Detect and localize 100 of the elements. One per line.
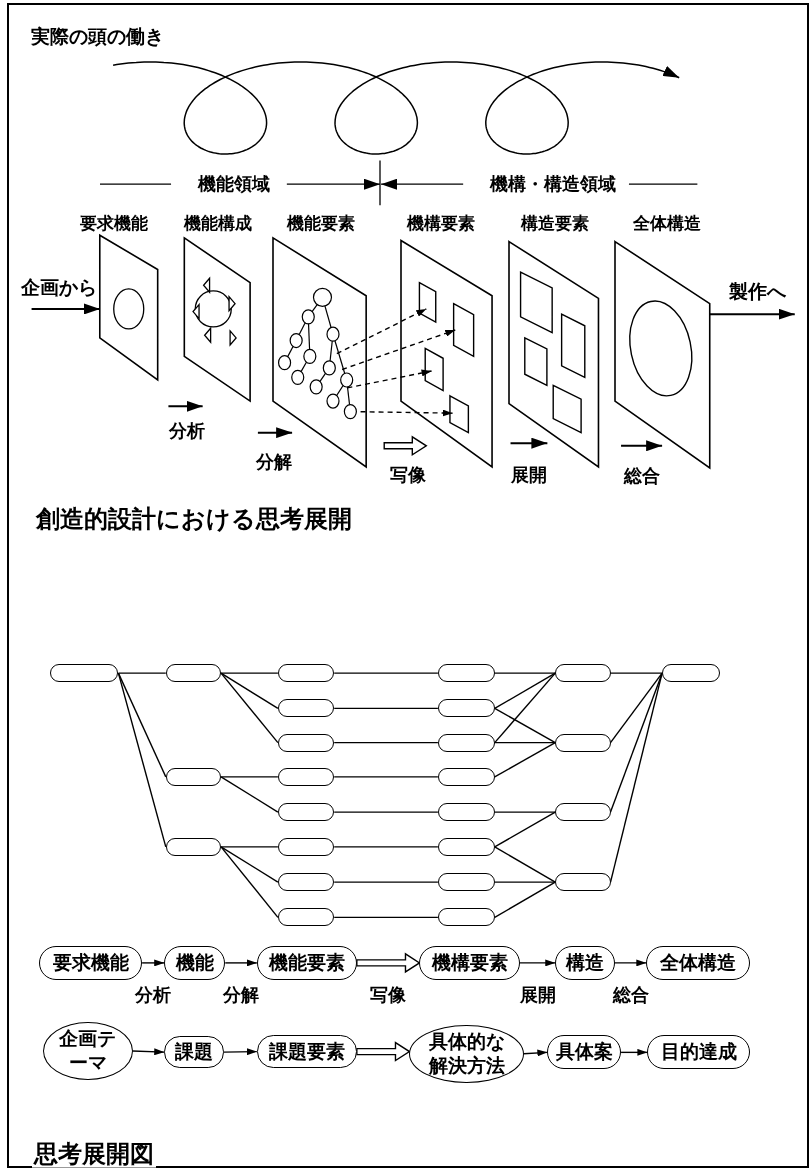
rounded-box xyxy=(165,837,222,856)
arrow xyxy=(620,440,664,452)
rounded-box xyxy=(437,837,495,856)
rounded-box: 要求機能 xyxy=(39,945,143,980)
connector-line xyxy=(609,672,663,674)
text-label: 製作へ xyxy=(728,277,794,304)
edge-label: 写像 xyxy=(387,463,428,486)
connector-line xyxy=(220,846,279,883)
rounded-box xyxy=(277,733,335,752)
edge-label: 分解 xyxy=(221,984,262,1006)
rounded-box: 全体構造 xyxy=(646,945,750,980)
rounded-box xyxy=(437,767,495,786)
rounded-box xyxy=(662,664,720,683)
rounded-box xyxy=(437,873,495,892)
rounded-box: 課題要素 xyxy=(256,1035,357,1068)
rounded-box xyxy=(277,664,335,683)
connector-line xyxy=(494,881,556,919)
connector-line xyxy=(220,846,279,848)
connector-line xyxy=(494,741,556,744)
plane-heading: 全体構造 xyxy=(632,212,703,235)
arrow xyxy=(223,1048,258,1056)
arrow xyxy=(708,308,796,320)
connector-line xyxy=(494,707,556,744)
plane-heading: 機構要素 xyxy=(406,212,477,235)
arrow xyxy=(131,1048,165,1056)
rounded-box xyxy=(555,664,611,683)
connector-line xyxy=(494,846,556,883)
edge-label: 写像 xyxy=(368,984,409,1006)
arrow xyxy=(522,1049,549,1057)
dashed-arrow xyxy=(346,369,433,389)
region-label: 機能領域 xyxy=(196,173,273,195)
rounded-box xyxy=(437,908,495,927)
connector-line xyxy=(494,881,556,883)
dashed-arrow xyxy=(336,308,427,355)
connector-line xyxy=(220,776,279,813)
rounded-box xyxy=(277,908,335,927)
connector-line xyxy=(333,776,439,778)
connector-line xyxy=(333,741,439,744)
rounded-box xyxy=(165,767,222,786)
connector-line xyxy=(220,672,279,744)
connector-line xyxy=(333,881,439,883)
hollow-arrow xyxy=(356,952,421,974)
rounded-box xyxy=(277,837,335,856)
connector-line xyxy=(494,672,556,710)
plane-heading: 機能要素 xyxy=(286,212,357,235)
edge-label: 分解 xyxy=(253,450,294,473)
rounded-box xyxy=(277,873,335,892)
connector-line xyxy=(333,707,439,710)
dashed-arrow xyxy=(341,329,456,371)
rounded-box: 機能要素 xyxy=(256,945,357,980)
rounded-box xyxy=(437,699,495,718)
region-label: 機構・構造領域 xyxy=(487,173,618,195)
connector-line xyxy=(333,672,439,674)
plane-heading: 機能構成 xyxy=(182,212,253,235)
plane-heading: 構造要素 xyxy=(520,212,591,235)
connector-line xyxy=(494,672,556,674)
arrow xyxy=(614,959,648,967)
rounded-box: 機能 xyxy=(164,945,226,980)
arrow xyxy=(224,959,258,967)
arrow xyxy=(167,400,204,412)
hollow-arrow xyxy=(383,435,428,457)
rounded-box xyxy=(437,664,495,683)
connector-line xyxy=(494,741,556,778)
plane-heading: 要求機能 xyxy=(79,212,150,235)
rounded-box xyxy=(165,664,222,683)
rounded-box xyxy=(277,699,335,718)
edge-label: 展開 xyxy=(508,463,549,486)
connector-line xyxy=(333,846,439,848)
rounded-box xyxy=(277,803,335,822)
connector-line xyxy=(494,672,556,744)
connector-line xyxy=(494,811,556,848)
rounded-box xyxy=(50,664,119,683)
edge-label: 分析 xyxy=(133,984,174,1006)
connector-line xyxy=(117,672,167,848)
rounded-box: 具体的な解決方法 xyxy=(409,1024,524,1083)
hollow-arrow xyxy=(356,1041,411,1062)
rounded-box xyxy=(555,733,611,752)
connector-line xyxy=(609,672,663,813)
edge-label: 展開 xyxy=(517,984,558,1006)
edge-label: 総合 xyxy=(610,984,651,1006)
connector-line xyxy=(609,672,663,744)
connector-line xyxy=(220,672,279,710)
connector-line xyxy=(117,672,167,674)
connector-line xyxy=(333,811,439,813)
rounded-box xyxy=(277,767,335,786)
arrow xyxy=(620,1048,649,1056)
rounded-box: 企画テーマ xyxy=(43,1022,133,1080)
text-label: 企画から xyxy=(21,273,104,300)
rounded-box xyxy=(555,873,611,892)
figure-caption: 思考展開図 xyxy=(31,1139,156,1169)
rounded-box: 機構要素 xyxy=(419,945,520,980)
edge-label: 総合 xyxy=(622,465,663,488)
connector-line xyxy=(494,811,556,813)
rounded-box: 具体案 xyxy=(547,1035,622,1070)
arrow xyxy=(30,303,101,315)
arrow xyxy=(519,959,556,967)
arrow xyxy=(509,437,549,449)
connector-line xyxy=(220,776,279,778)
rounded-box xyxy=(555,803,611,822)
connector-line xyxy=(220,672,279,674)
